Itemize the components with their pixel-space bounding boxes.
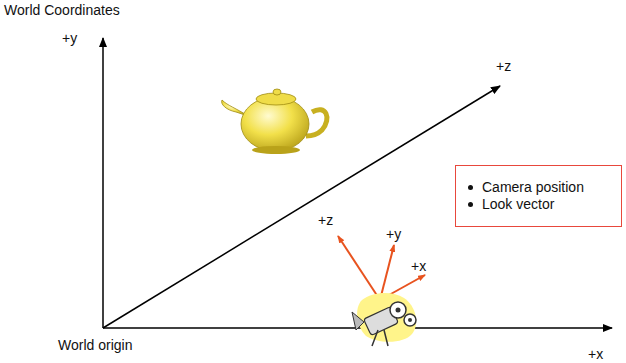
bullet-dot [468, 202, 473, 207]
axis-label: +y [62, 30, 77, 47]
world-axes [103, 38, 612, 328]
teapot [222, 89, 327, 154]
axis-label: +z [496, 58, 511, 75]
camera-axis-label: +x [411, 258, 426, 275]
origin-label: World origin [58, 337, 132, 354]
camera-axis-label: +y [386, 226, 401, 243]
diagram-title: World Coordinates [4, 2, 120, 19]
bullet-item: Camera position [466, 179, 613, 196]
axis-label: +x [588, 346, 603, 363]
bullet-box: Camera positionLook vector [455, 165, 622, 227]
camera-icon [352, 293, 416, 346]
camera-axis-label: +z [318, 212, 333, 229]
bullet-dot [468, 185, 473, 190]
bullet-item: Look vector [466, 196, 613, 213]
